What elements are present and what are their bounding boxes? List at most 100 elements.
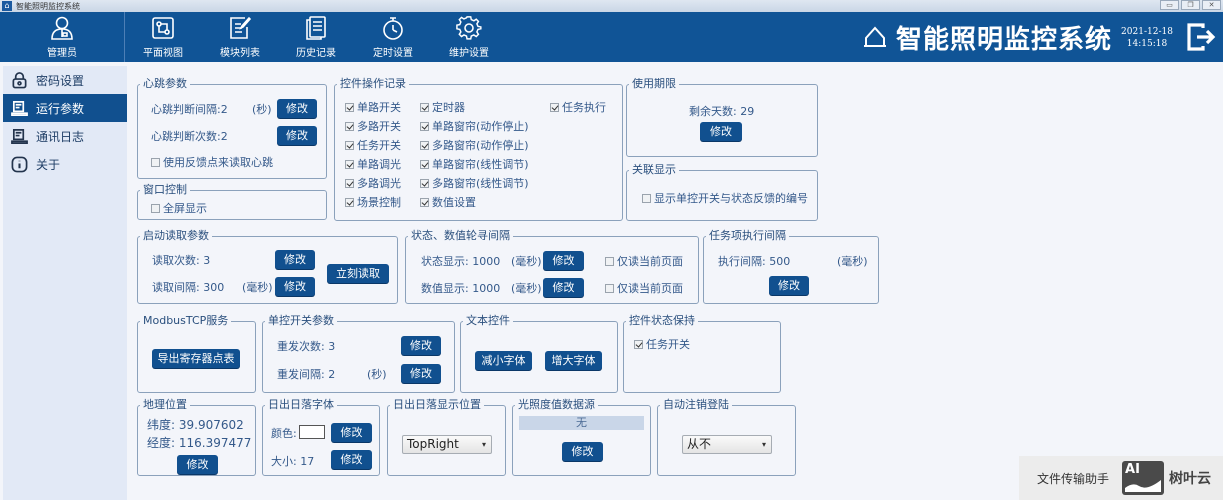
font-size-label: 大小: 17 xyxy=(271,455,315,468)
checkbox-box[interactable] xyxy=(420,160,429,169)
floorplan-icon xyxy=(152,17,174,39)
read-now-button[interactable]: 立刻读取 xyxy=(327,264,389,283)
modify-light-source-button[interactable]: 修改 xyxy=(562,442,603,461)
sidebar-item-comm-log[interactable]: 通讯日志 xyxy=(3,122,127,150)
op-log-single-curtain-stop[interactable]: 单路窗帘(动作停止) xyxy=(420,118,529,134)
unit-label: (毫秒) xyxy=(837,255,868,268)
sidebar-item-password[interactable]: 密码设置 xyxy=(3,66,127,94)
op-log-multi-dim[interactable]: 多路调光 xyxy=(345,175,401,191)
app-icon: ⌂ xyxy=(2,1,12,11)
nav-history[interactable]: 历史记录 xyxy=(281,12,351,62)
minimize-button[interactable]: ▭ xyxy=(1160,0,1179,10)
op-log-multi-curtain-linear[interactable]: 多路窗帘(线性调节) xyxy=(420,175,529,191)
modify-font-color-button[interactable]: 修改 xyxy=(331,423,372,442)
header-divider xyxy=(124,12,125,62)
module-list-icon xyxy=(230,16,252,39)
checkbox-box[interactable] xyxy=(151,158,160,167)
heartbeat-count-label: 心跳判断次数:2 xyxy=(151,130,228,143)
increase-font-button[interactable]: 增大字体 xyxy=(545,351,602,370)
modify-status-poll-button[interactable]: 修改 xyxy=(543,251,584,270)
modify-exec-interval-button[interactable]: 修改 xyxy=(769,276,809,295)
modify-value-poll-button[interactable]: 修改 xyxy=(543,278,584,297)
modify-geo-button[interactable]: 修改 xyxy=(177,455,218,474)
checkbox-label: 定时器 xyxy=(432,101,465,114)
checkbox-box[interactable] xyxy=(420,141,429,150)
value-only-current-checkbox[interactable]: 仅读当前页面 xyxy=(605,280,683,296)
checkbox-label: 多路开关 xyxy=(357,120,401,133)
op-log-task-exec[interactable]: 任务执行 xyxy=(550,99,606,115)
close-button[interactable]: ✕ xyxy=(1202,0,1221,10)
checkbox-box[interactable] xyxy=(642,194,651,203)
checkbox-label: 多路窗帘(线性调节) xyxy=(432,177,529,190)
heartbeat-interval-label: 心跳判断间隔:2 xyxy=(151,103,228,116)
op-log-scene[interactable]: 场景控制 xyxy=(345,194,401,210)
checkbox-box[interactable] xyxy=(420,179,429,188)
read-count-label: 读取次数: 3 xyxy=(152,254,211,267)
checkbox-label: 多路窗帘(动作停止) xyxy=(432,139,529,152)
modify-read-count-button[interactable]: 修改 xyxy=(275,250,315,269)
ai-logo-icon: AI xyxy=(1122,461,1165,495)
checkbox-box[interactable] xyxy=(345,141,354,150)
nav-timer[interactable]: 定时设置 xyxy=(358,12,428,62)
modify-heartbeat-interval-button[interactable]: 修改 xyxy=(277,99,317,118)
modify-resend-count-button[interactable]: 修改 xyxy=(401,336,441,355)
checkbox-box[interactable] xyxy=(345,179,354,188)
sidebar-item-runtime-params[interactable]: 运行参数 xyxy=(3,94,127,122)
group-op-log: 控件操作记录 单路开关 多路开关 任务开关 单路调光 多路调光 场景控制 定时器… xyxy=(334,78,623,221)
modify-read-interval-button[interactable]: 修改 xyxy=(275,277,315,296)
checkbox-box[interactable] xyxy=(345,160,354,169)
op-log-value-set[interactable]: 数值设置 xyxy=(420,194,476,210)
nav-module-list[interactable]: 模块列表 xyxy=(205,12,275,62)
home-icon xyxy=(864,26,886,47)
checkbox-box[interactable] xyxy=(345,198,354,207)
sidebar-item-about[interactable]: 关于 xyxy=(3,150,127,178)
fullscreen-checkbox[interactable]: 全屏显示 xyxy=(151,200,207,216)
date-text: 2021-12-18 xyxy=(1121,27,1173,37)
modify-expiry-button[interactable]: 修改 xyxy=(700,122,742,141)
ai-logo-text: AI xyxy=(1125,462,1140,477)
modify-heartbeat-count-button[interactable]: 修改 xyxy=(277,126,317,145)
modify-font-size-button[interactable]: 修改 xyxy=(331,450,372,469)
logout-button[interactable] xyxy=(1186,22,1216,52)
status-only-current-checkbox[interactable]: 仅读当前页面 xyxy=(605,253,683,269)
log-icon xyxy=(11,128,28,144)
nav-floorplan[interactable]: 平面视图 xyxy=(128,12,198,62)
modify-resend-interval-button[interactable]: 修改 xyxy=(401,364,441,383)
checkbox-box[interactable] xyxy=(420,198,429,207)
file-transfer-helper[interactable]: 文件传输助手 AI 树叶云 xyxy=(1019,456,1223,500)
nav-user[interactable]: 管理员 xyxy=(27,12,97,62)
op-log-single-curtain-linear[interactable]: 单路窗帘(线性调节) xyxy=(420,156,529,172)
group-title: 启动读取参数 xyxy=(143,229,209,242)
show-ids-checkbox[interactable]: 显示单控开关与状态反馈的编号 xyxy=(642,190,808,206)
checkbox-box[interactable] xyxy=(605,284,614,293)
op-log-timer[interactable]: 定时器 xyxy=(420,99,465,115)
op-log-multi-curtain-stop[interactable]: 多路窗帘(动作停止) xyxy=(420,137,529,153)
checkbox-box[interactable] xyxy=(151,204,160,213)
auto-logout-select[interactable]: 从不 ▾ xyxy=(682,435,772,454)
restore-button[interactable]: ❐ xyxy=(1181,0,1200,10)
checkbox-box[interactable] xyxy=(420,103,429,112)
op-log-multi-switch[interactable]: 多路开关 xyxy=(345,118,401,134)
checkbox-box[interactable] xyxy=(345,122,354,131)
keep-task-switch-checkbox[interactable]: 任务开关 xyxy=(634,336,690,352)
decrease-font-button[interactable]: 减小字体 xyxy=(475,351,532,370)
checkbox-label: 多路调光 xyxy=(357,177,401,190)
checkbox-label: 全屏显示 xyxy=(163,202,207,215)
op-log-single-dim[interactable]: 单路调光 xyxy=(345,156,401,172)
export-registers-button[interactable]: 导出寄存器点表 xyxy=(152,349,240,368)
checkbox-box[interactable] xyxy=(605,257,614,266)
group-title: 地理位置 xyxy=(143,398,187,411)
nav-maintenance[interactable]: 维护设置 xyxy=(434,12,504,62)
checkbox-box[interactable] xyxy=(420,122,429,131)
checkbox-box[interactable] xyxy=(550,103,559,112)
nav-user-label: 管理员 xyxy=(47,48,77,59)
op-log-task-switch[interactable]: 任务开关 xyxy=(345,137,401,153)
op-log-single-switch[interactable]: 单路开关 xyxy=(345,99,401,115)
checkbox-box[interactable] xyxy=(634,340,643,349)
color-swatch[interactable] xyxy=(299,425,325,439)
use-feedback-checkbox[interactable]: 使用反馈点来读取心跳 xyxy=(151,154,273,170)
checkbox-box[interactable] xyxy=(345,103,354,112)
sidebar-item-label: 密码设置 xyxy=(36,73,85,88)
sun-position-select[interactable]: TopRight ▾ xyxy=(402,435,492,454)
settings-panel: 心跳参数 心跳判断间隔:2 (秒) 修改 心跳判断次数:2 修改 使用反馈点来读… xyxy=(127,62,1223,500)
